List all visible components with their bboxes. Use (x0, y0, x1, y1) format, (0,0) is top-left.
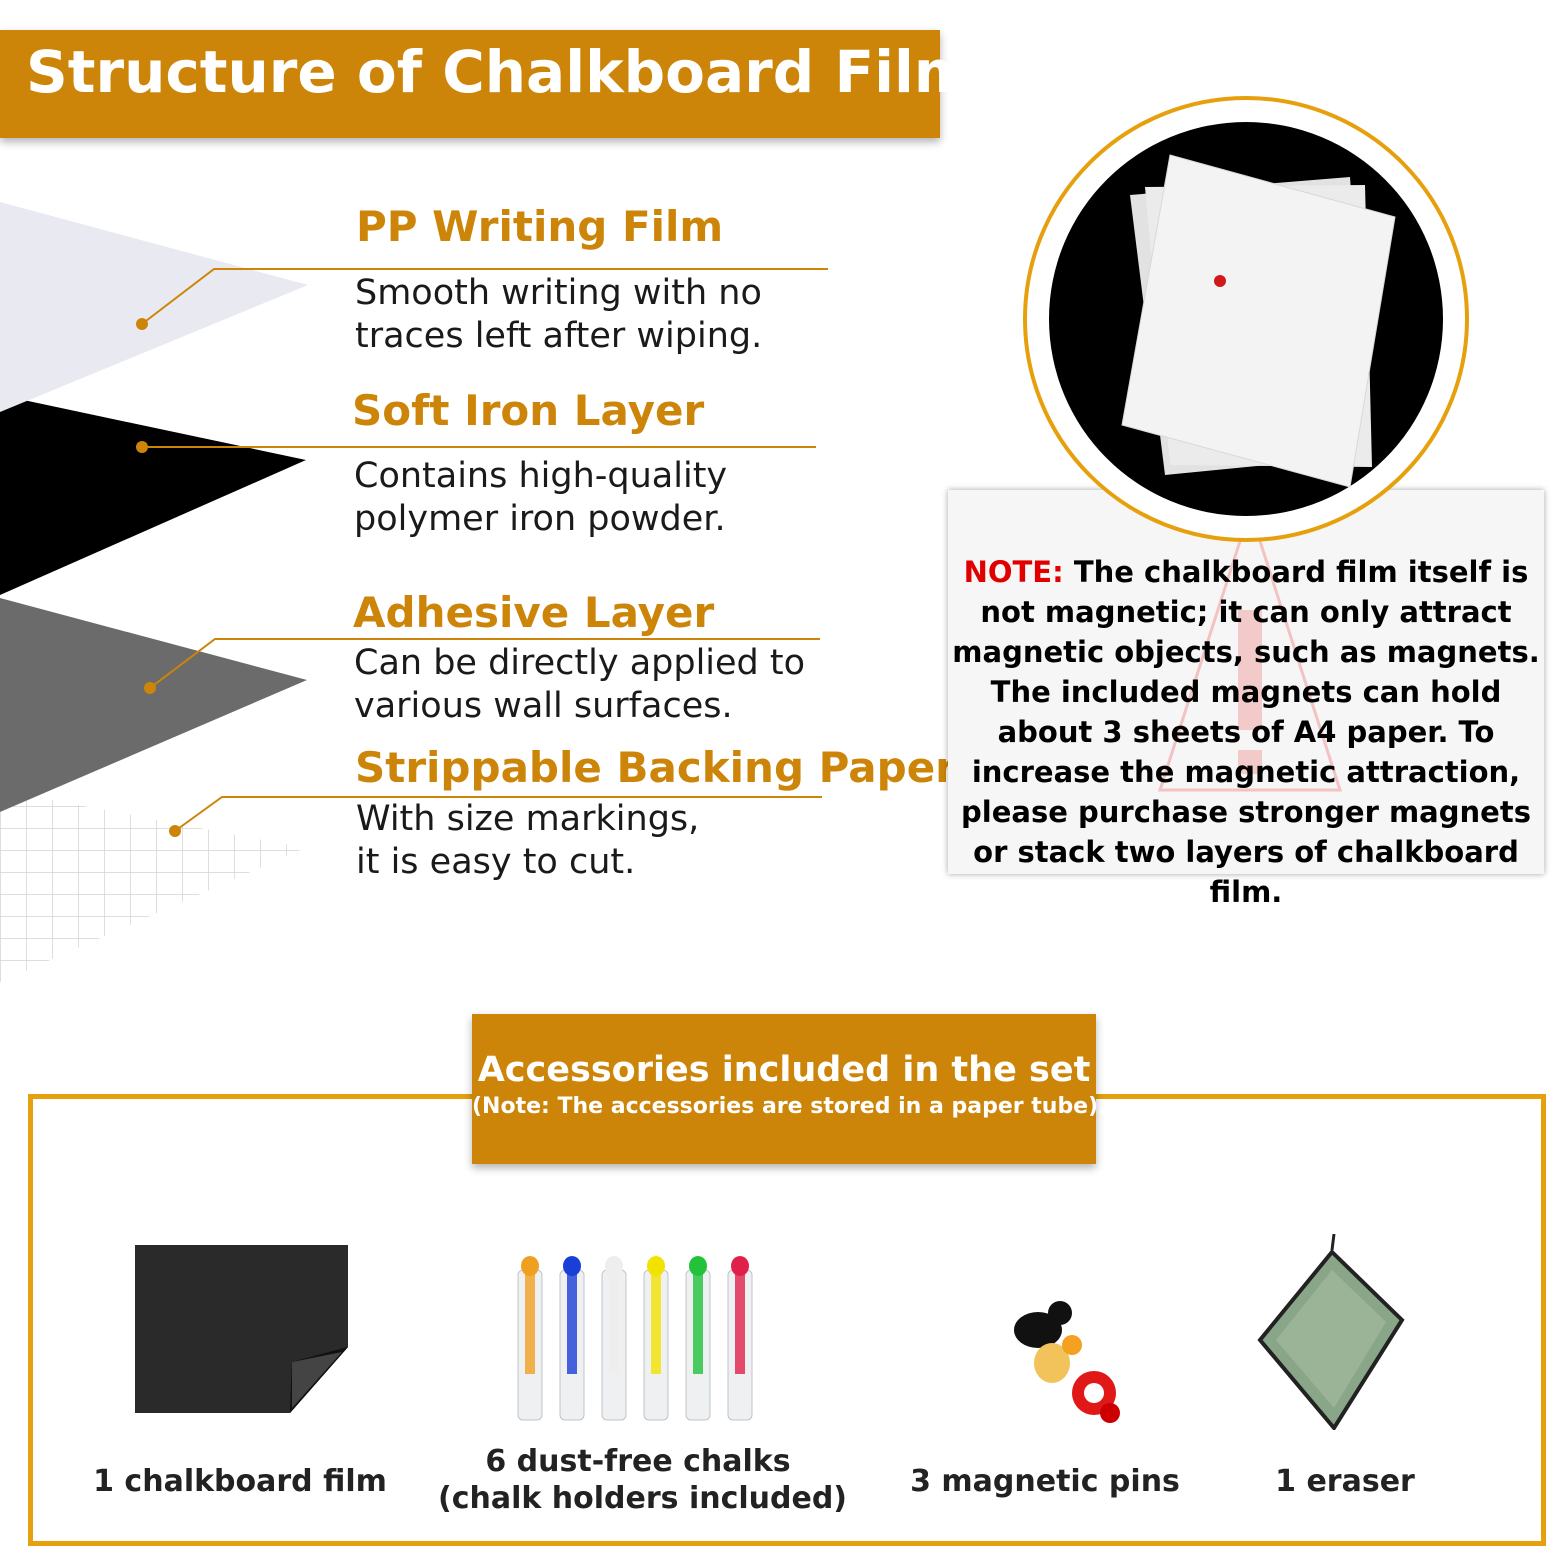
chalk-stick (735, 1274, 745, 1374)
accessory-label-eraser: 1 eraser (1275, 1464, 1415, 1499)
desc-line: Smooth writing with no (355, 273, 762, 313)
note-line: not magnetic; it can only attract (980, 595, 1512, 629)
desc-line: polymer iron powder. (354, 499, 726, 539)
label-line: 6 dust-free chalks (485, 1444, 791, 1479)
accessory-label-chalks: 6 dust-free chalks (chalk holders includ… (438, 1443, 848, 1517)
desc-line: Contains high-quality (354, 456, 728, 496)
chalk-tip (647, 1256, 665, 1276)
accessories-header-bar (472, 1014, 1096, 1164)
adhesive-layer-shape (0, 598, 307, 812)
chalk-tip (605, 1256, 623, 1276)
note-line: please purchase stronger magnets (961, 795, 1531, 829)
accessory-label-film: 1 chalkboard film (93, 1464, 387, 1499)
layer-title-backing: Strippable Backing Paper (355, 743, 956, 792)
layer-desc-pp: Smooth writing with no traces left after… (355, 272, 762, 358)
layer-desc-adhesive: Can be directly applied to various wall … (354, 642, 805, 728)
chalk-tip (521, 1256, 539, 1276)
note-line: magnetic objects, such as magnets. (952, 635, 1540, 669)
layer-title-adhesive: Adhesive Layer (353, 588, 715, 637)
page-title: Structure of Chalkboard Film (26, 38, 975, 106)
desc-line: traces left after wiping. (355, 316, 763, 356)
note-line: about 3 sheets of A4 paper. To (997, 715, 1495, 749)
layer-title-pp: PP Writing Film (356, 202, 724, 251)
note-line: The chalkboard film itself is (1063, 555, 1529, 589)
note-line: increase the magnetic attraction, (971, 755, 1521, 789)
magnetic-pins-image (1014, 1301, 1120, 1423)
label-line: (chalk holders included) (438, 1481, 848, 1516)
chalkboard-film-image (135, 1245, 348, 1413)
chalk-stick (567, 1274, 577, 1374)
chalk-stick (693, 1274, 703, 1374)
backing-paper-layer (0, 790, 305, 982)
eraser-cloth-image (1257, 1233, 1405, 1430)
desc-line: it is easy to cut. (356, 842, 636, 882)
warning-icon (1157, 505, 1343, 792)
layer-title-iron: Soft Iron Layer (352, 386, 705, 435)
chalk-stick (609, 1274, 619, 1374)
leader-lines (136, 268, 828, 837)
chalk-stick (651, 1274, 661, 1374)
accessory-label-pins: 3 magnetic pins (910, 1464, 1180, 1499)
accessories-subtitle: (Note: The accessories are stored in a p… (472, 1094, 1107, 1119)
note-text: NOTE: The chalkboard film itself is not … (948, 552, 1544, 912)
chalk-tip (689, 1256, 707, 1276)
desc-line: With size markings, (356, 799, 700, 839)
note-line: The included magnets can hold (990, 675, 1502, 709)
desc-line: various wall surfaces. (354, 686, 733, 726)
magnet-demo-image (1023, 96, 1469, 542)
layer-desc-backing: With size markings, it is easy to cut. (356, 798, 699, 884)
note-line: or stack two layers of chalkboard film. (973, 835, 1519, 909)
layer-desc-iron: Contains high-quality polymer iron powde… (354, 455, 727, 541)
pp-film-layer-shape (0, 202, 308, 412)
iron-layer-shape (0, 395, 306, 595)
header-bar (0, 30, 940, 138)
chalk-tip (731, 1256, 749, 1276)
accessories-title: Accessories included in the set (477, 1050, 1091, 1090)
chalk-tip (563, 1256, 581, 1276)
chalks-image (517, 1256, 753, 1421)
desc-line: Can be directly applied to (354, 643, 806, 683)
note-label: NOTE: (963, 555, 1064, 589)
chalk-stick (525, 1274, 535, 1374)
layer-stack-illustration (0, 202, 308, 982)
